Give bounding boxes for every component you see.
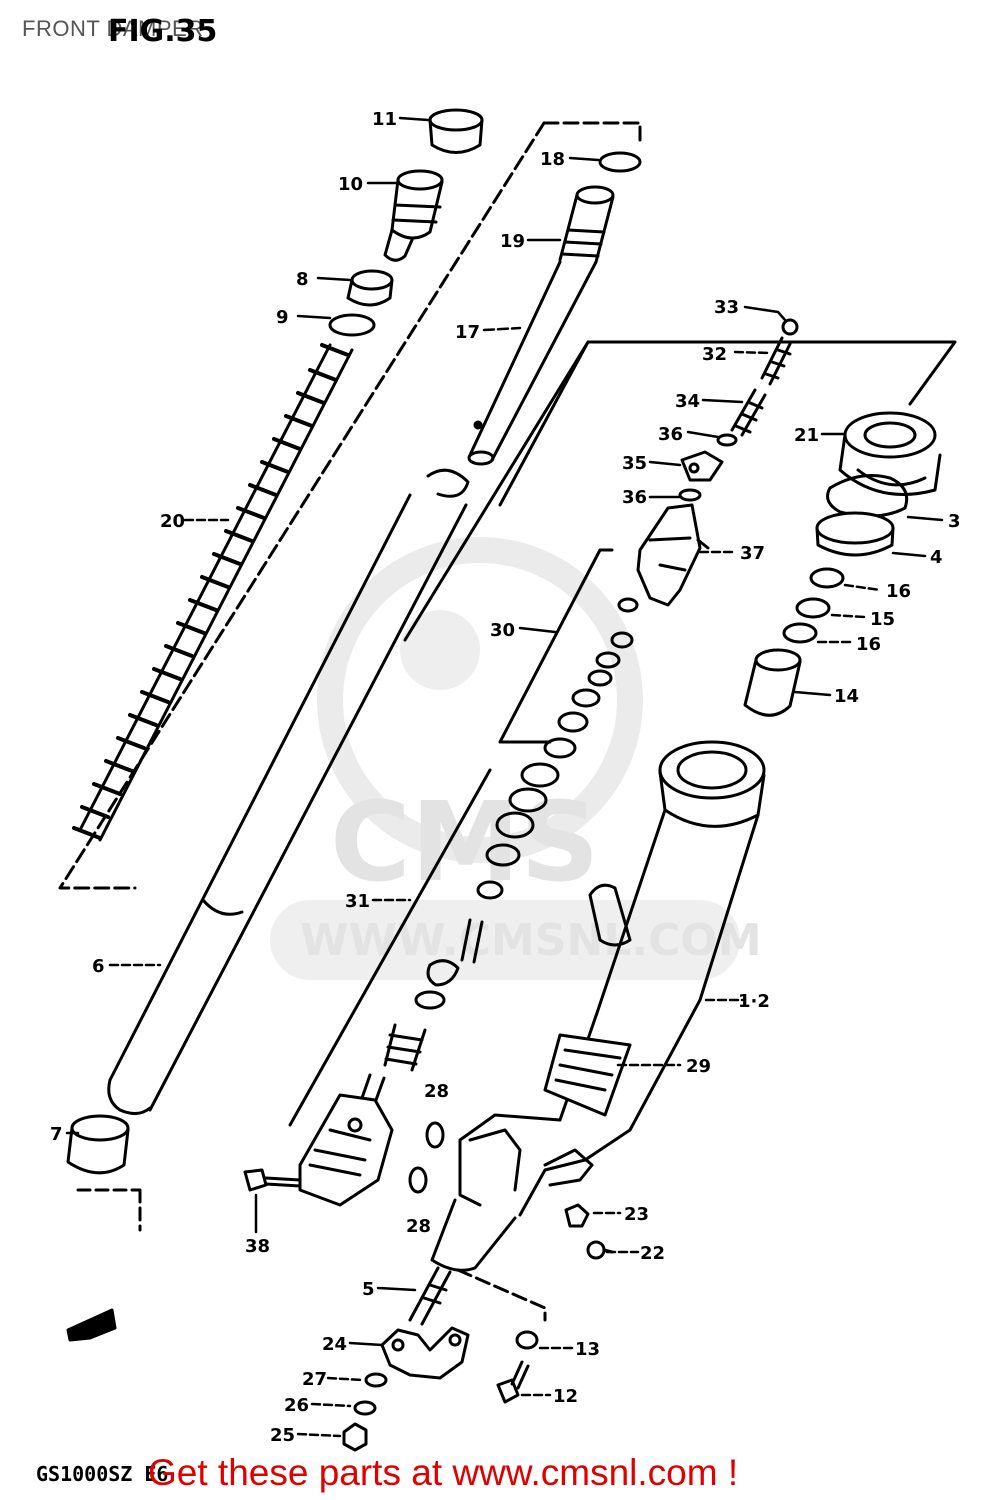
bracket-lower: [76, 1188, 142, 1232]
part-16-washer-b: [782, 622, 818, 644]
part-4-oil-seal: [815, 511, 895, 557]
model-code: GS1000SZ E6: [36, 1462, 169, 1486]
callout-29: 29: [686, 1056, 711, 1077]
part-28-gasket-upper: [425, 1121, 445, 1149]
callout-8: 8: [296, 269, 309, 290]
leader-lines: [65, 116, 944, 1438]
callout-38: 38: [245, 1236, 270, 1257]
callout-9: 9: [276, 307, 289, 328]
callout-10: 10: [338, 174, 363, 195]
callout-12: 12: [553, 1386, 578, 1407]
callout-24: 24: [322, 1334, 347, 1355]
bracket-inner-group: [288, 548, 614, 1127]
part-13-washer: [515, 1330, 539, 1350]
part-26-lock-washer: [353, 1400, 377, 1416]
callouts: 11 18 10 19 8 9 17 33 32 34 36 21 35 36 …: [50, 109, 961, 1446]
callout-22: 22: [640, 1243, 665, 1264]
callout-33: 33: [714, 297, 739, 318]
part-16-washer-a: [809, 567, 845, 589]
callout-4: 4: [930, 547, 943, 568]
callout-5: 5: [362, 1279, 375, 1300]
part-6-inner-tube: [107, 493, 468, 1115]
watermark-brand: CMS: [330, 778, 599, 906]
callout-11: 11: [372, 109, 397, 130]
part-31-valve-stack: [360, 762, 560, 1102]
part-11-cap: [428, 108, 484, 154]
callout-20: 20: [160, 511, 185, 532]
callout-15: 15: [870, 609, 895, 630]
part-32-spring: [760, 336, 792, 386]
bracket-damper-group: [403, 340, 957, 642]
callout-28-upper: 28: [424, 1081, 449, 1102]
part-36-washer-upper: [716, 433, 738, 447]
callout-18: 18: [540, 149, 565, 170]
callout-16-lower: 16: [856, 634, 881, 655]
callout-32: 32: [702, 344, 727, 365]
part-28-gasket-lower: [408, 1166, 428, 1194]
callout-14: 14: [834, 686, 859, 707]
callout-25: 25: [270, 1425, 295, 1446]
callout-6: 6: [92, 956, 105, 977]
part-30-shim-stack: [543, 597, 639, 759]
callout-31: 31: [345, 891, 370, 912]
part-25-nut: [342, 1422, 368, 1452]
watermark: CMS WWW.CMSNL.COM: [270, 537, 762, 980]
part-24-axle-holder: [380, 1326, 470, 1380]
part-34-spring: [730, 388, 767, 437]
part-23-nut: [564, 1203, 590, 1228]
callout-23: 23: [624, 1204, 649, 1225]
callout-16-upper: 16: [886, 581, 911, 602]
watermark-url: WWW.CMSNL.COM: [300, 915, 762, 966]
callout-21: 21: [794, 425, 819, 446]
part-33-ball: [781, 318, 799, 336]
page-title: FRONT DAMPER: [22, 16, 204, 41]
callout-1-2: 1·2: [738, 991, 770, 1012]
callout-13: 13: [575, 1339, 600, 1360]
part-35-valve: [680, 450, 724, 482]
part-38-bolt: [243, 1168, 302, 1192]
callout-35: 35: [622, 453, 647, 474]
bracket-bolt-group: [456, 1268, 547, 1322]
part-27-washer: [364, 1372, 388, 1388]
part-36-washer-lower: [678, 488, 702, 502]
callout-36-upper: 36: [658, 424, 683, 445]
callout-19: 19: [500, 231, 525, 252]
part-17-damper-rod: [467, 260, 598, 466]
part-8-spacer: [346, 269, 394, 307]
figure-number: FIG.35: [108, 14, 218, 49]
part-7-bushing: [66, 1114, 130, 1175]
callout-3: 3: [948, 511, 961, 532]
promo-banner: Get these parts at www.cmsnl.com !: [148, 1452, 739, 1493]
part-12-bolt: [496, 1360, 530, 1404]
part-37-valve-body: [636, 503, 710, 607]
part-22-bolt: [586, 1240, 614, 1260]
front-arrow-icon: [66, 1308, 117, 1342]
part-circlip: [426, 468, 470, 498]
callout-37: 37: [740, 543, 765, 564]
part-21-dust-boot: [838, 411, 942, 496]
bracket-spring-group: [58, 121, 642, 890]
callout-34: 34: [675, 391, 700, 412]
callout-27: 27: [302, 1369, 327, 1390]
part-10-adjuster: [383, 169, 444, 262]
callout-17: 17: [455, 322, 480, 343]
callout-30: 30: [490, 620, 515, 641]
part-5-axle-pin: [408, 1266, 452, 1326]
part-15-washer: [795, 597, 831, 619]
callout-7: 7: [50, 1124, 63, 1145]
callout-36-lower: 36: [622, 487, 647, 508]
part-19-piston: [558, 185, 615, 264]
callout-28-lower: 28: [406, 1216, 431, 1237]
part-18-ring: [598, 151, 642, 173]
part-29-caution-label: [543, 1033, 632, 1117]
part-9-washer: [328, 313, 376, 337]
callout-26: 26: [284, 1395, 309, 1416]
part-3-clip: [826, 474, 909, 518]
part-20-spring: [72, 343, 354, 842]
part-14-bushing: [743, 648, 802, 717]
part-anti-dive-body: [298, 1093, 394, 1207]
